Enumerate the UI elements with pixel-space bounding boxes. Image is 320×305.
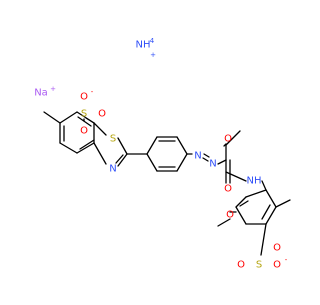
bond-ph-6 bbox=[146, 153, 158, 172]
bond-benzo-4-inner bbox=[79, 139, 95, 150]
bond-methyl-2 bbox=[275, 199, 291, 208]
structure-canvas: NH 4 + Na + O - S O O S N N N O O NH O bbox=[34, 37, 291, 271]
bond-ring2-6-inner bbox=[239, 200, 249, 207]
ketone-oxygen-label: O bbox=[224, 134, 232, 145]
bond-azo-c bbox=[217, 159, 227, 165]
oxygen-minus-1-label: O bbox=[80, 92, 88, 103]
bond-ring2-sulfonate bbox=[260, 223, 267, 256]
bond-azo-double-2 bbox=[203, 153, 210, 158]
sulfonate1-sulfur-label: S bbox=[81, 109, 87, 120]
bond-ring2-3 bbox=[265, 206, 277, 225]
bond-amide-n bbox=[225, 171, 247, 182]
bond-ph-4 bbox=[176, 153, 188, 172]
bond-ph-3 bbox=[176, 136, 188, 155]
bond-ring2-1 bbox=[245, 189, 267, 198]
sulfonate2-sulfur-label: S bbox=[256, 260, 262, 271]
bond-methoxy-ch3 bbox=[217, 218, 231, 227]
bond-ring2-5 bbox=[235, 206, 247, 225]
bond-thiazole-n-left bbox=[93, 142, 107, 165]
bond-layer bbox=[43, 111, 291, 256]
ammonium-h-subscript: 4 bbox=[150, 37, 155, 45]
sodium-label: Na bbox=[34, 88, 48, 99]
sulfonate2-oxygen-top: O bbox=[273, 243, 281, 254]
sulfonate1-oxygen-right: O bbox=[98, 109, 106, 120]
bond-methyl-1 bbox=[43, 111, 61, 124]
thiazole-sulfur-label: S bbox=[110, 134, 116, 145]
bond-thiazole-s-left bbox=[93, 122, 107, 136]
bond-ketone-methyl bbox=[225, 130, 241, 146]
bond-ring2-2 bbox=[265, 189, 277, 208]
bond-ring2-6 bbox=[235, 196, 247, 208]
bond-thiazole-c2-n-inner bbox=[115, 154, 124, 164]
sodium-charge: + bbox=[50, 85, 56, 93]
thiazole-nitrogen-label: N bbox=[109, 164, 116, 175]
sulfonate2-oxygen-right: O bbox=[273, 260, 281, 271]
bond-ph-1 bbox=[146, 136, 158, 155]
molecule-diagram: NH 4 + Na + O - S O O S N N N O O NH O bbox=[34, 37, 291, 271]
bond-benzo-6-inner bbox=[77, 116, 92, 127]
sulfonate2-oxygen-charge: - bbox=[285, 256, 288, 264]
sulfonate1-oxygen-bottom: O bbox=[80, 126, 88, 137]
atom-label-layer: NH 4 + Na + O - S O O S N N N O O NH O bbox=[34, 37, 288, 271]
azo-nitrogen-2-label: N bbox=[209, 159, 216, 170]
oxygen-minus-1-charge: - bbox=[91, 88, 94, 96]
bond-thiazole-c2-n bbox=[117, 153, 128, 167]
bond-azo-double-1 bbox=[202, 157, 209, 162]
amide-oxygen-label: O bbox=[224, 184, 232, 195]
bond-thiazole-s-c2 bbox=[117, 137, 128, 155]
sulfonate2-oxygen-left: O bbox=[237, 260, 245, 271]
azo-nitrogen-1-label: N bbox=[194, 151, 201, 162]
bond-nh-ring bbox=[261, 180, 267, 191]
bond-benzo-3 bbox=[59, 142, 78, 154]
bond-sulfonate1-ring bbox=[85, 117, 95, 124]
bond-ring2-3-inner bbox=[261, 204, 271, 220]
ammonium-label: NH bbox=[136, 40, 151, 51]
bond-ketone-co bbox=[223, 143, 227, 147]
bond-benzo-4 bbox=[76, 142, 95, 154]
amide-nh-label: NH bbox=[247, 176, 262, 187]
ammonium-charge: + bbox=[150, 51, 156, 59]
bond-benzo-1 bbox=[59, 111, 78, 124]
methoxy-oxygen-label: O bbox=[226, 210, 234, 221]
